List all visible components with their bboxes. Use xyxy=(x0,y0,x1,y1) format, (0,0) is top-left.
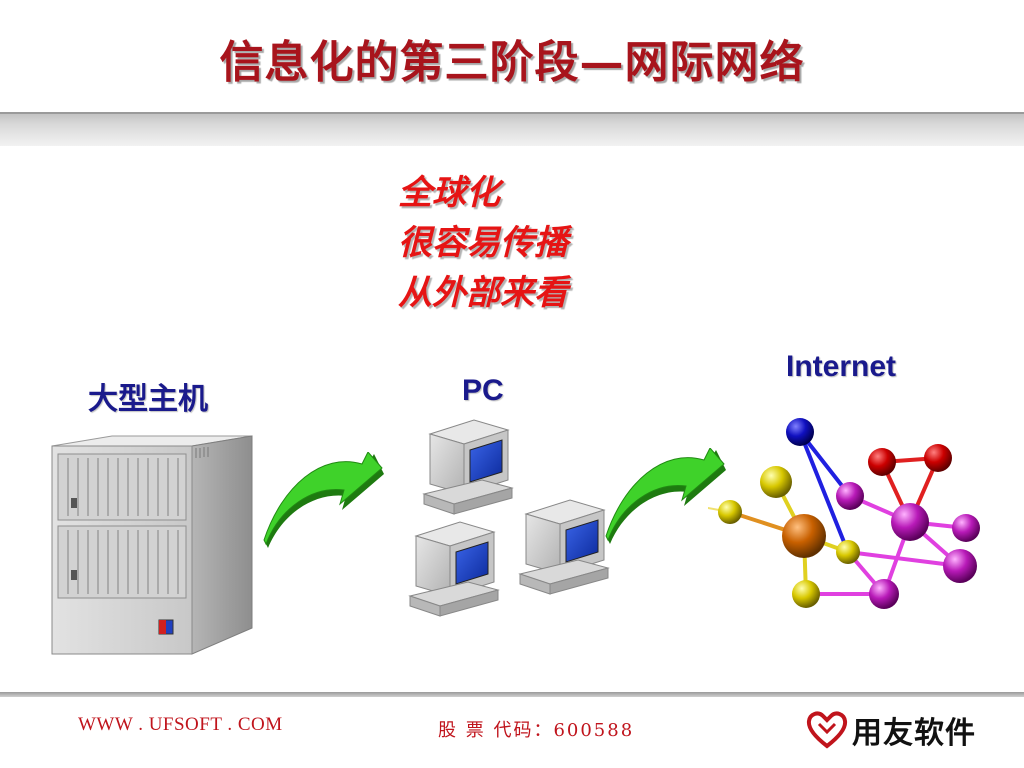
company-logo-text: 用友软件 xyxy=(852,716,976,751)
footer-stock-code: 股 票 代码：600588 xyxy=(438,720,635,741)
network-icon xyxy=(708,418,980,609)
footer-website: WWW . UFSOFT . COM xyxy=(78,714,283,735)
internet-label: Internet xyxy=(786,350,897,383)
feature-item: 很容易传播 xyxy=(398,223,568,263)
mainframe-label: 大型主机 xyxy=(88,382,208,417)
mainframe-icon xyxy=(51,435,253,655)
header-divider xyxy=(0,112,1024,114)
heart-logo-icon xyxy=(806,711,848,749)
pc-icon xyxy=(408,419,610,617)
feature-item: 全球化 xyxy=(398,173,500,213)
header-band xyxy=(0,112,1024,146)
feature-item: 从外部来看 xyxy=(398,273,568,313)
feature-list: 全球化 很容易传播 从外部来看 xyxy=(398,168,568,318)
footer-divider xyxy=(0,692,1024,697)
slide-title: 信息化的第三阶段—网际网络 xyxy=(219,37,805,88)
pc-label: PC xyxy=(462,374,504,407)
arrow-icon xyxy=(605,448,726,544)
arrow-icon xyxy=(263,452,384,548)
